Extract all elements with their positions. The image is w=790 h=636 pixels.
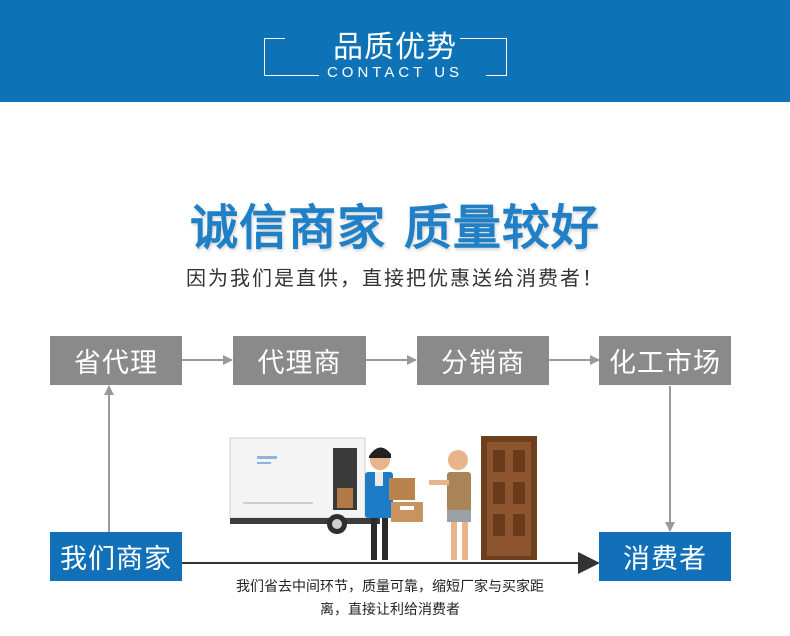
caption-line-2: 离，直接让利给消费者 [320, 602, 460, 618]
header-banner: 品质优势 CONTACT US [0, 0, 790, 102]
delivery-illustration [229, 436, 537, 560]
box-chemical-market: 化工市场 [599, 336, 731, 385]
subheadline: 因为我们是直供，直接把优惠送给消费者！ [186, 266, 604, 290]
customer-illustration [429, 450, 471, 560]
box-distributor: 分销商 [417, 336, 549, 385]
delivery-truck-illustration [229, 437, 380, 534]
caption-line-1: 我们省去中间环节，质量可靠，缩短厂家与买家距 [236, 579, 544, 595]
banner-title: 品质优势 [333, 30, 457, 65]
door-illustration [481, 436, 537, 560]
box-province-agent: 省代理 [50, 336, 182, 385]
flow-caption: 我们省去中间环节，质量可靠，缩短厂家与买家距 离，直接让利给消费者 [180, 576, 600, 622]
title-bracket-right [446, 38, 507, 77]
title-bracket-left [264, 37, 325, 76]
courier-illustration [365, 447, 423, 560]
box-agent: 代理商 [233, 336, 366, 385]
headline: 诚信商家 质量较好 [190, 200, 600, 256]
box-consumer: 消费者 [599, 532, 731, 581]
banner-subtitle: CONTACT US [326, 64, 464, 81]
box-our-shop: 我们商家 [50, 532, 182, 581]
